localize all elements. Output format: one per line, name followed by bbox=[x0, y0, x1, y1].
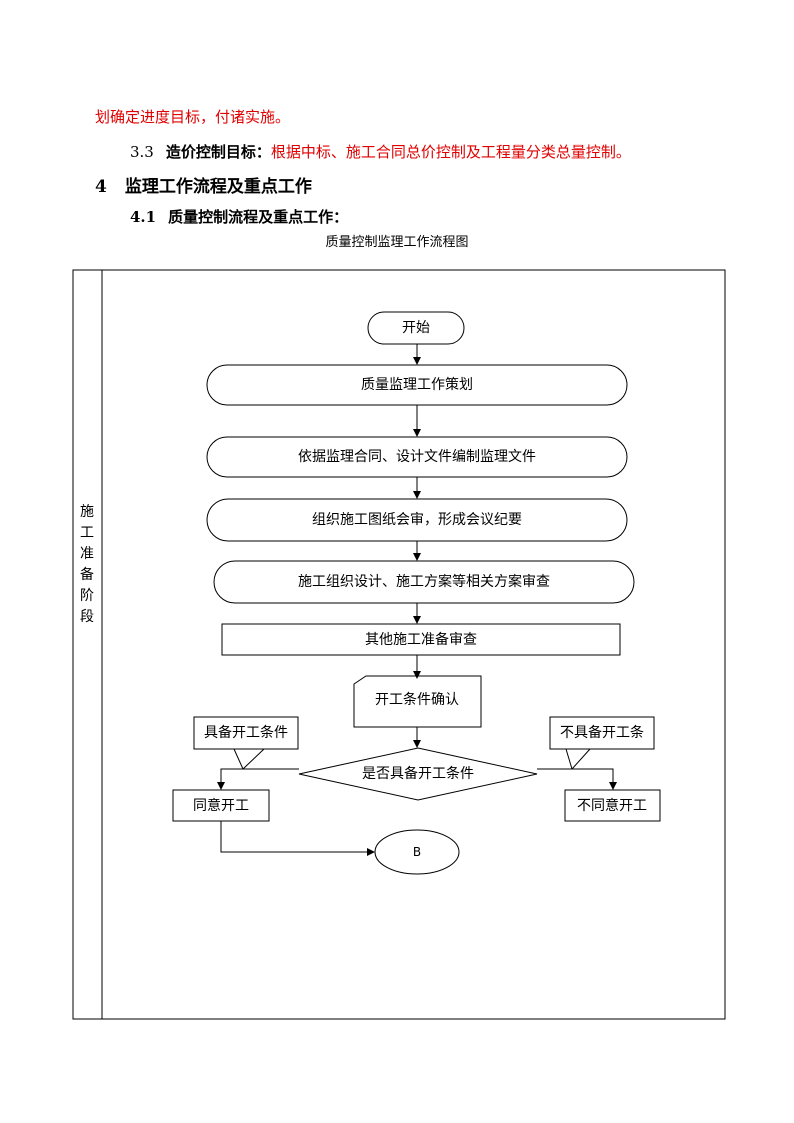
end-connector bbox=[374, 829, 460, 875]
stage-label: 施 工 准 备 阶 段 bbox=[80, 504, 94, 625]
arrow-to-end bbox=[220, 821, 375, 856]
decision-node bbox=[298, 747, 538, 801]
no-callout-pointer bbox=[565, 748, 573, 770]
step-plan-review-label: 施工组织设计、施工方案等相关方案审查 bbox=[298, 573, 550, 590]
yes-callout bbox=[193, 716, 299, 750]
stage-char: 工 bbox=[80, 525, 94, 541]
no-callout bbox=[549, 716, 655, 750]
stage-char: 段 bbox=[80, 609, 94, 625]
section-3-3-number: 3.3 bbox=[130, 143, 154, 161]
start-node bbox=[367, 311, 465, 345]
continued-paragraph: 划确定进度目标，付诸实施。 bbox=[95, 108, 291, 126]
step-planning-label: 质量监理工作策划 bbox=[361, 376, 473, 393]
stage-char: 准 bbox=[80, 546, 94, 562]
figure-caption: 质量控制监理工作流程图 bbox=[325, 235, 469, 250]
confirm-node bbox=[353, 675, 482, 728]
stage-char: 阶 bbox=[80, 588, 94, 604]
yes-callout-pointer bbox=[233, 748, 244, 770]
step-other-review-label: 其他施工准备审查 bbox=[365, 631, 477, 648]
flowchart-frame bbox=[72, 269, 726, 1020]
yes-callout-label: 具备开工条件 bbox=[204, 724, 288, 741]
step-drawing-review-label: 组织施工图纸会审，形成会议纪要 bbox=[312, 512, 522, 528]
section-4-1-heading: 4.1 质量控制流程及重点工作： bbox=[130, 206, 348, 227]
section-4-1-title: 质量控制流程及重点工作： bbox=[168, 208, 349, 226]
section-3-3: 3.3 造价控制目标：根据中标、施工合同总价控制及工程量分类总量控制。 bbox=[130, 141, 631, 162]
decision-label: 是否具备开工条件 bbox=[362, 765, 474, 782]
disagree-label: 不同意开工 bbox=[577, 797, 647, 814]
disagree-node bbox=[564, 789, 661, 822]
step-documents-label: 依据监理合同、设计文件编制监理文件 bbox=[298, 449, 536, 465]
section-4-1-number: 4.1 bbox=[130, 208, 157, 226]
step-plan-review bbox=[213, 560, 635, 604]
arrow-no bbox=[537, 768, 617, 790]
section-3-3-heading: 造价控制目标： bbox=[165, 143, 271, 161]
section-4-title: 监理工作流程及重点工作 bbox=[124, 177, 312, 197]
end-label: B bbox=[413, 845, 421, 859]
agree-label: 同意开工 bbox=[193, 797, 249, 814]
section-4-heading: 4 监理工作流程及重点工作 bbox=[95, 172, 312, 197]
no-callout-pointer bbox=[571, 748, 591, 770]
section-3-3-text: 根据中标、施工合同总价控制及工程量分类总量控制。 bbox=[270, 143, 631, 161]
start-label: 开始 bbox=[402, 320, 430, 336]
stage-char: 施 bbox=[80, 504, 94, 520]
step-other-review bbox=[221, 623, 621, 656]
stage-char: 备 bbox=[80, 566, 94, 583]
arrow-yes bbox=[217, 768, 299, 790]
confirm-label: 开工条件确认 bbox=[375, 691, 459, 708]
section-4-number: 4 bbox=[95, 177, 107, 197]
agree-node bbox=[172, 789, 270, 822]
yes-callout-pointer bbox=[242, 748, 265, 770]
no-callout-label: 不具备开工条 bbox=[560, 724, 644, 741]
